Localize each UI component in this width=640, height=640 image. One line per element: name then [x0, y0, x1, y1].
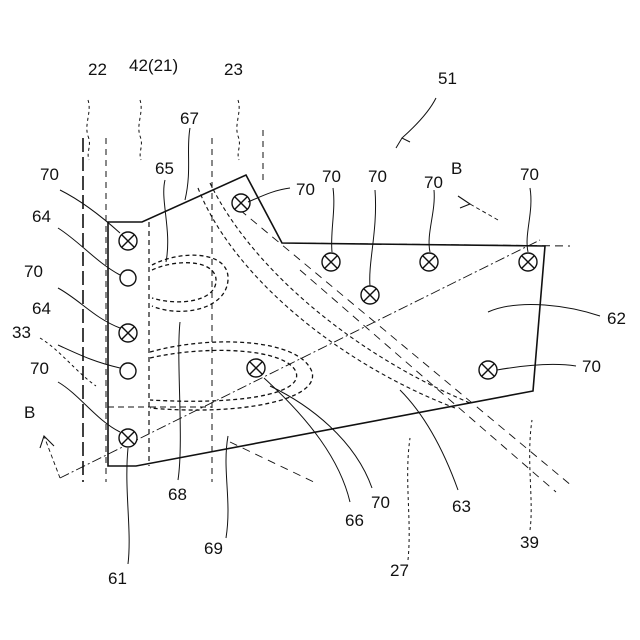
label-42-21: 42(21): [129, 56, 178, 75]
label-70-4: 70: [296, 180, 315, 199]
label-64-1: 64: [32, 207, 51, 226]
bolt: [232, 194, 250, 212]
label-70-2: 70: [24, 262, 43, 281]
dashed-loops: [150, 255, 313, 410]
label-70-8: 70: [520, 165, 539, 184]
label-70-9: 70: [582, 357, 601, 376]
bolt: [519, 253, 537, 271]
label-33: 33: [12, 323, 31, 342]
label-51: 51: [438, 69, 457, 88]
label-69: 69: [204, 539, 223, 558]
bolt: [361, 286, 379, 304]
label-b-left: B: [24, 403, 35, 422]
diagonal-beams: [198, 183, 572, 492]
bolt: [119, 232, 137, 250]
label-65: 65: [155, 159, 174, 178]
label-23: 23: [224, 60, 243, 79]
vertical-reference-lines: [83, 130, 263, 482]
label-68: 68: [168, 485, 187, 504]
loop-66: [150, 342, 313, 410]
bolt: [479, 361, 497, 379]
label-70-10: 70: [371, 493, 390, 512]
hole: [120, 363, 136, 379]
bolt: [322, 253, 340, 271]
label-b-right: B: [451, 159, 462, 178]
label-70-3: 70: [30, 359, 49, 378]
label-70-7: 70: [424, 173, 443, 192]
label-66: 66: [345, 511, 364, 530]
label-61: 61: [108, 569, 127, 588]
labels: 22 42(21) 23 51 67 65 70 64 70 64 33 70 …: [12, 56, 626, 588]
section-line-b-b: [40, 196, 540, 478]
plate-outline: [108, 175, 545, 466]
label-64-2: 64: [32, 299, 51, 318]
label-67: 67: [180, 109, 199, 128]
label-62: 62: [607, 309, 626, 328]
label-70-5: 70: [322, 167, 341, 186]
label-63: 63: [452, 497, 471, 516]
bolt: [247, 359, 265, 377]
loop-65: [152, 255, 228, 311]
label-70-1: 70: [40, 165, 59, 184]
hole: [120, 270, 136, 286]
label-70-6: 70: [368, 167, 387, 186]
label-27: 27: [390, 561, 409, 580]
bolt: [420, 253, 438, 271]
label-22: 22: [88, 60, 107, 79]
label-39: 39: [520, 533, 539, 552]
bolt: [119, 324, 137, 342]
bolt: [119, 429, 137, 447]
